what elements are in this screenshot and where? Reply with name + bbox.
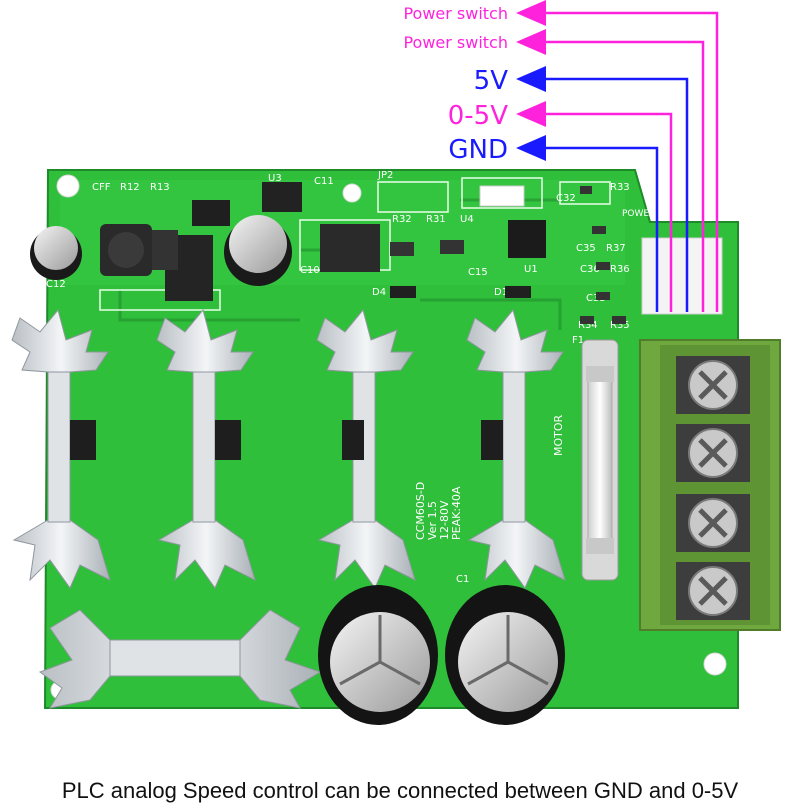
annotation-wires <box>536 11 719 312</box>
svg-text:R12: R12 <box>120 182 140 193</box>
svg-text:C11: C11 <box>314 176 334 187</box>
fuse <box>581 339 619 581</box>
svg-text:C33: C33 <box>586 293 606 304</box>
label-power-switch-1: Power switch <box>403 4 508 23</box>
mount-hole <box>703 652 727 676</box>
svg-text:C1: C1 <box>456 574 469 585</box>
model-line-1: CCM60S-D <box>414 482 427 540</box>
mount-hole <box>56 174 80 198</box>
svg-text:R36: R36 <box>610 264 630 275</box>
arrow-icon <box>516 101 546 127</box>
svg-text:C36: C36 <box>580 264 600 275</box>
arrow-icon <box>516 135 546 161</box>
annotation-labels: Power switch Power switch 5V 0-5V GND <box>403 4 508 165</box>
svg-text:U3: U3 <box>268 173 282 184</box>
svg-text:U1: U1 <box>524 264 538 275</box>
svg-text:C12: C12 <box>46 279 66 290</box>
model-line-2: Ver 1.5 <box>426 501 439 540</box>
svg-text:F1: F1 <box>572 335 584 346</box>
svg-text:C15: C15 <box>468 267 488 278</box>
label-5v: 5V <box>474 66 509 96</box>
svg-text:R31: R31 <box>426 214 446 225</box>
svg-text:R37: R37 <box>606 243 626 254</box>
power-led-label: POWER LED <box>622 209 676 219</box>
caption: PLC analog Speed control can be connecte… <box>61 778 739 803</box>
model-line-4: PEAK:40A <box>450 486 463 540</box>
arrow-icon <box>516 0 546 26</box>
signal-connector <box>641 237 723 315</box>
mosfets <box>70 420 503 460</box>
terminal-block <box>639 339 781 631</box>
svg-text:C32: C32 <box>556 193 576 204</box>
svg-text:D1: D1 <box>494 287 508 298</box>
arrow-icon <box>516 66 546 92</box>
small-capacitors <box>30 215 292 286</box>
svg-text:C35: C35 <box>576 243 596 254</box>
model-line-3: 12-80V <box>438 500 451 540</box>
svg-text:R34: R34 <box>578 320 598 331</box>
svg-text:R35: R35 <box>610 320 630 331</box>
label-0-5v: 0-5V <box>448 101 508 131</box>
motor-label: MOTOR <box>552 414 565 456</box>
svg-text:U4: U4 <box>460 214 474 225</box>
svg-text:R33: R33 <box>610 182 630 193</box>
svg-text:R32: R32 <box>392 214 412 225</box>
svg-text:JP2: JP2 <box>377 170 393 181</box>
model-silkscreen: CCM60S-D Ver 1.5 12-80V PEAK:40A MOTOR P… <box>414 209 676 540</box>
label-power-switch-2: Power switch <box>403 33 508 52</box>
svg-text:C10: C10 <box>300 265 320 276</box>
svg-text:CFF: CFF <box>92 182 111 193</box>
svg-text:D4: D4 <box>372 287 386 298</box>
arrow-icon <box>516 29 546 55</box>
svg-text:R13: R13 <box>150 182 170 193</box>
smd-components <box>150 182 723 324</box>
large-capacitors <box>318 585 565 725</box>
label-gnd: GND <box>448 135 508 165</box>
mount-hole <box>342 183 362 203</box>
heatsinks <box>11 308 566 709</box>
annotation-arrows <box>516 0 546 161</box>
